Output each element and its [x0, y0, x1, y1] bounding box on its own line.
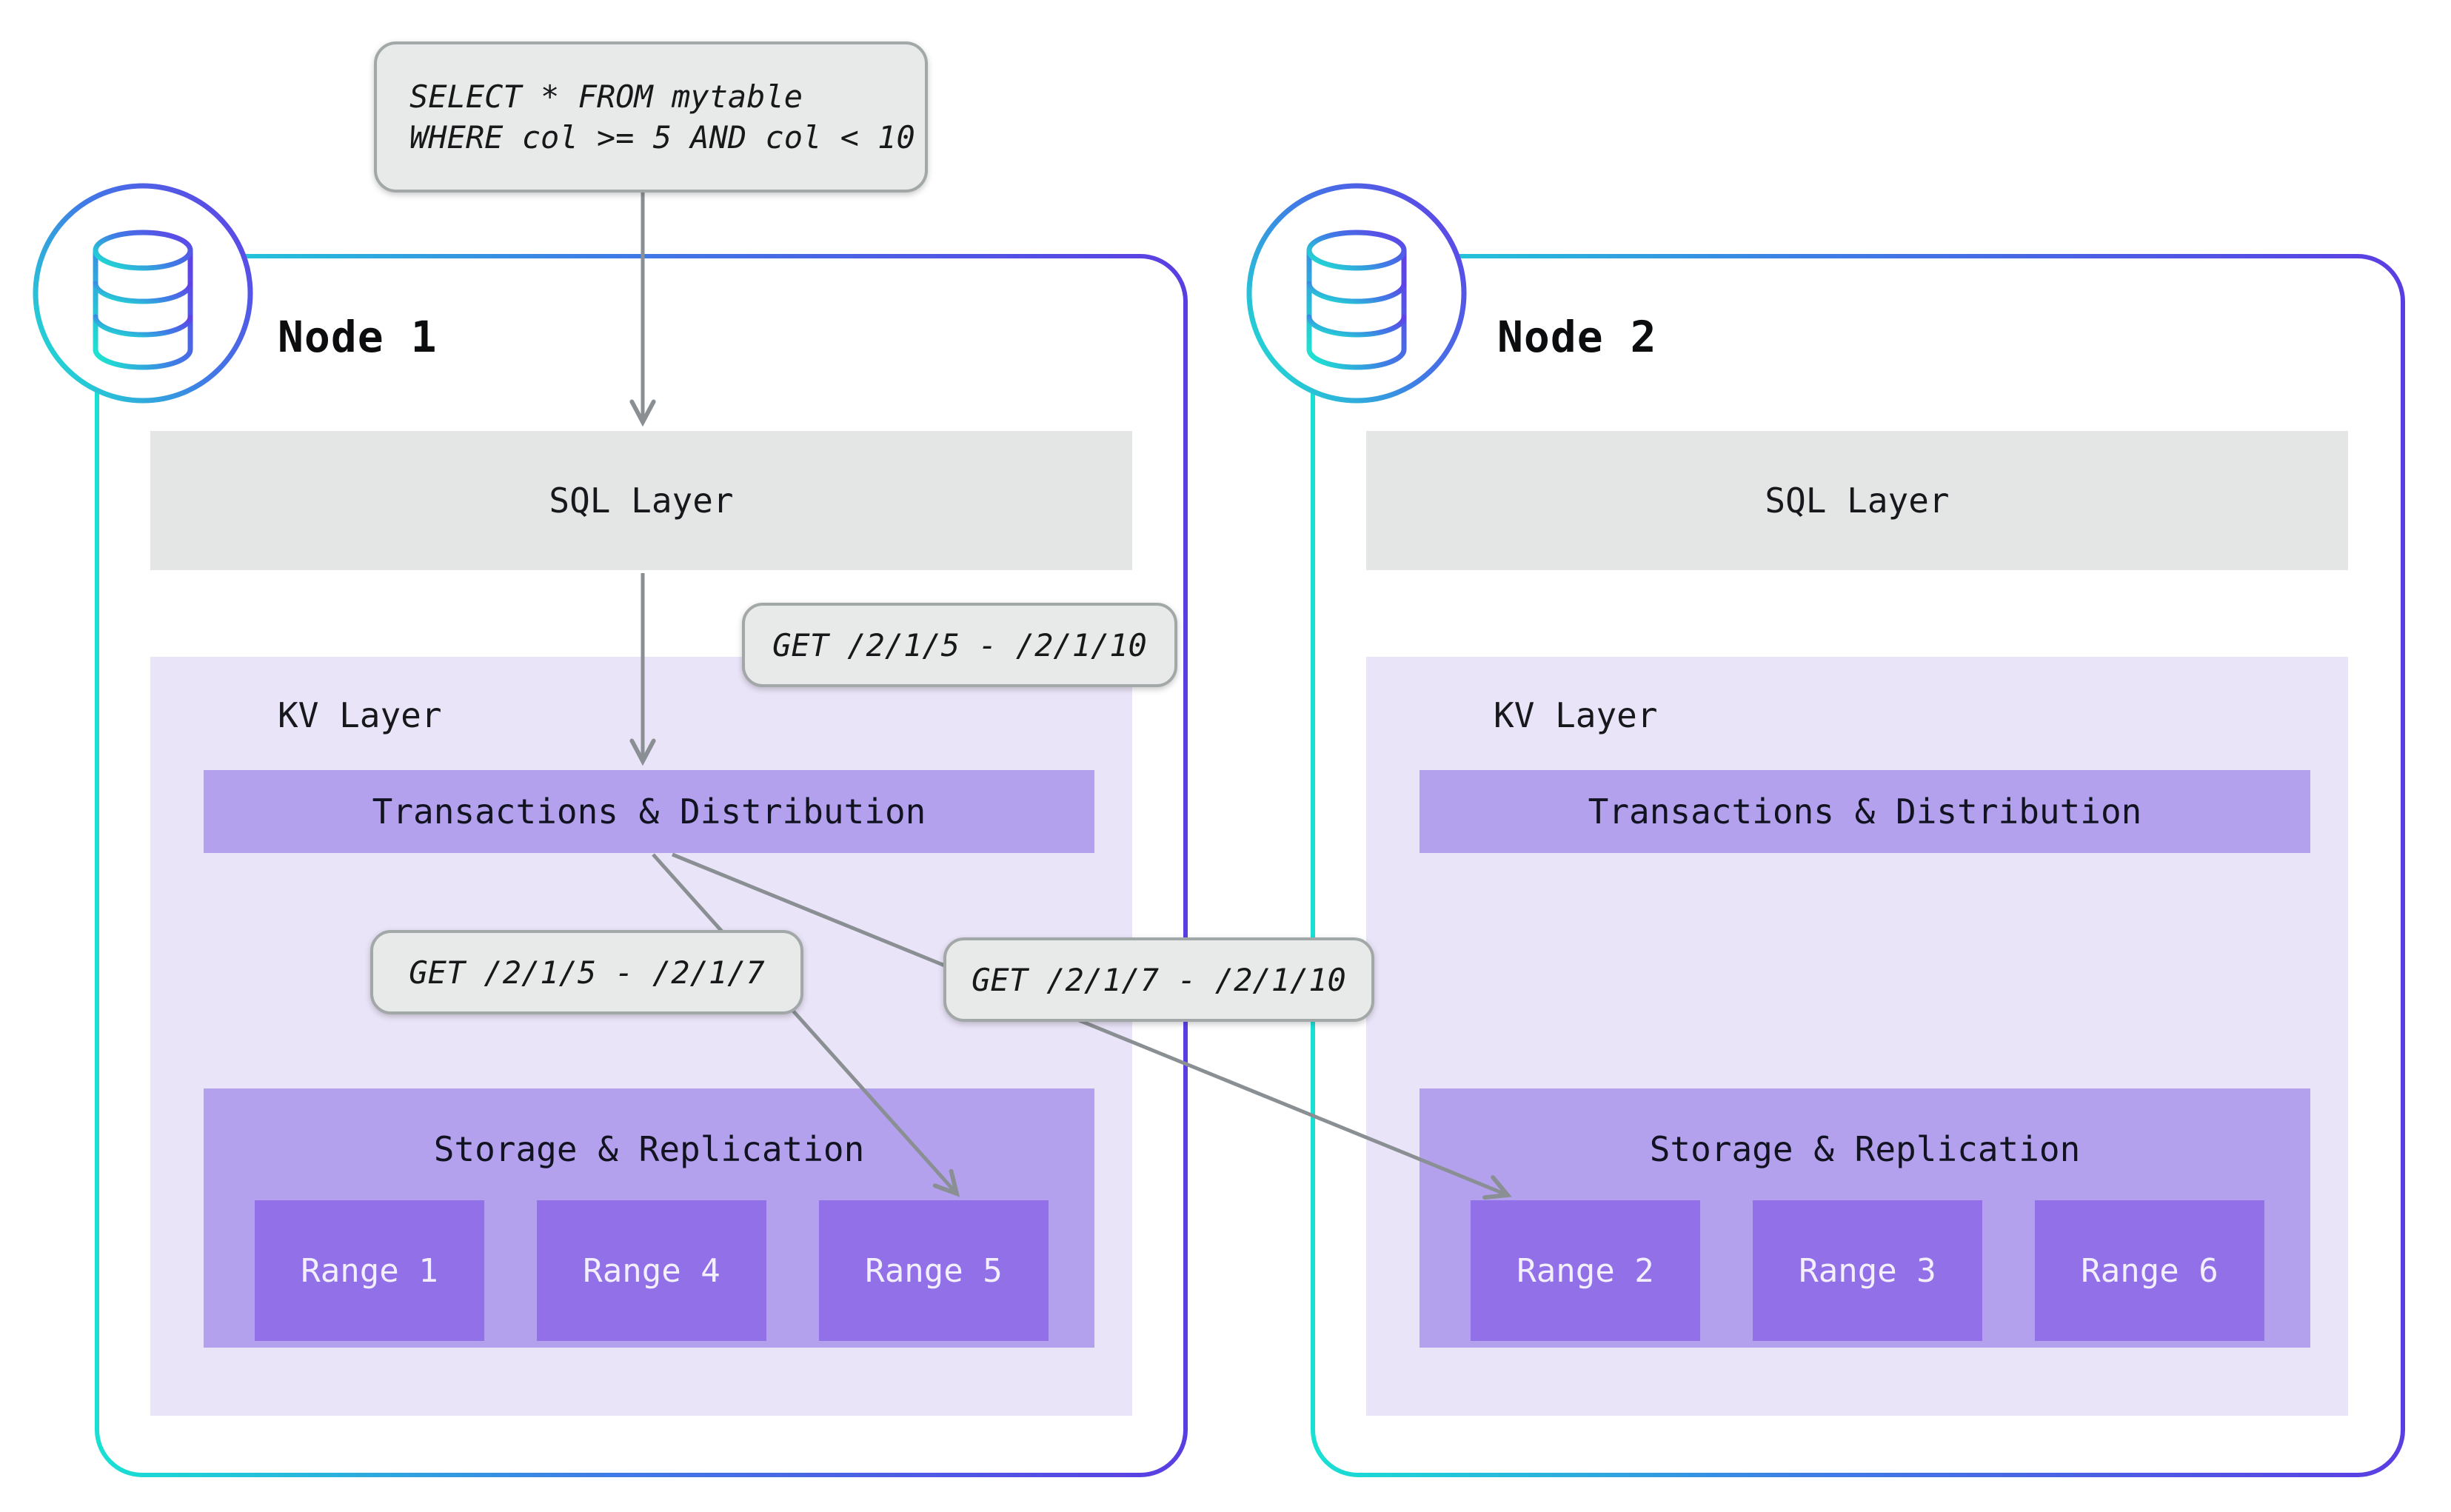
node-1-transactions-bar: Transactions & Distribution	[204, 770, 1094, 853]
sql-query-label: SELECT * FROM mytable WHERE col >= 5 AND…	[374, 41, 928, 193]
node-2-kv-layer: KV Layer Transactions & Distribution Sto…	[1366, 657, 2348, 1416]
node-2-container: Node 2 SQL Layer KV Layer Transactions &…	[1311, 254, 2405, 1477]
sql-query-line-2: WHERE col >= 5 AND col < 10	[409, 119, 915, 155]
node-2-transactions-label: Transactions & Distribution	[1588, 792, 2142, 832]
node-1-kv-layer-label: KV Layer	[278, 695, 442, 735]
get-request-local-range-label: GET /2/1/5 - /2/1/7	[370, 930, 803, 1014]
node-1-storage-bar: Storage & Replication Range 1 Range 4 Ra…	[204, 1088, 1094, 1348]
node-1-title: Node 1	[278, 312, 438, 362]
node-1-container: Node 1 SQL Layer KV Layer Transactions &…	[95, 254, 1188, 1477]
node-2-storage-label: Storage & Replication	[1649, 1129, 2081, 1169]
get-request-sql-to-kv-label: GET /2/1/5 - /2/1/10	[742, 603, 1177, 687]
node-2-title: Node 2	[1497, 312, 1657, 362]
node-1-kv-layer: KV Layer Transactions & Distribution Sto…	[150, 657, 1132, 1416]
range-label: Range 4	[583, 1251, 720, 1290]
range-label: Range 2	[1517, 1251, 1654, 1290]
node-2-transactions-bar: Transactions & Distribution	[1420, 770, 2310, 853]
node-1-sql-layer-label: SQL Layer	[549, 481, 734, 521]
node-1-transactions-label: Transactions & Distribution	[372, 792, 926, 832]
node-1-storage-label: Storage & Replication	[433, 1129, 865, 1169]
node-2-kv-layer-label: KV Layer	[1494, 695, 1658, 735]
sql-query-line-1: SELECT * FROM mytable	[409, 78, 803, 115]
get-request-text: GET /2/1/5 - /2/1/10	[772, 626, 1147, 663]
range-box: Range 1	[255, 1200, 484, 1341]
get-request-remote-range-label: GET /2/1/7 - /2/1/10	[943, 937, 1374, 1022]
node-2-sql-layer-label: SQL Layer	[1765, 481, 1950, 521]
node-2-storage-bar: Storage & Replication Range 2 Range 3 Ra…	[1420, 1088, 2310, 1348]
get-request-text: GET /2/1/5 - /2/1/7	[409, 954, 765, 991]
range-label: Range 3	[1799, 1251, 1936, 1290]
node-1-sql-layer: SQL Layer	[150, 431, 1132, 570]
range-label: Range 1	[301, 1251, 438, 1290]
range-label: Range 6	[2081, 1251, 2218, 1290]
range-box: Range 4	[537, 1200, 766, 1341]
get-request-text: GET /2/1/7 - /2/1/10	[972, 961, 1346, 998]
range-box: Range 2	[1471, 1200, 1700, 1341]
node-2-sql-layer: SQL Layer	[1366, 431, 2348, 570]
range-label: Range 5	[865, 1251, 1003, 1290]
node-1-body: Node 1 SQL Layer KV Layer Transactions &…	[99, 258, 1183, 1473]
node-2-body: Node 2 SQL Layer KV Layer Transactions &…	[1315, 258, 2401, 1473]
range-box: Range 6	[2035, 1200, 2264, 1341]
range-box: Range 3	[1753, 1200, 1982, 1341]
range-box: Range 5	[819, 1200, 1049, 1341]
